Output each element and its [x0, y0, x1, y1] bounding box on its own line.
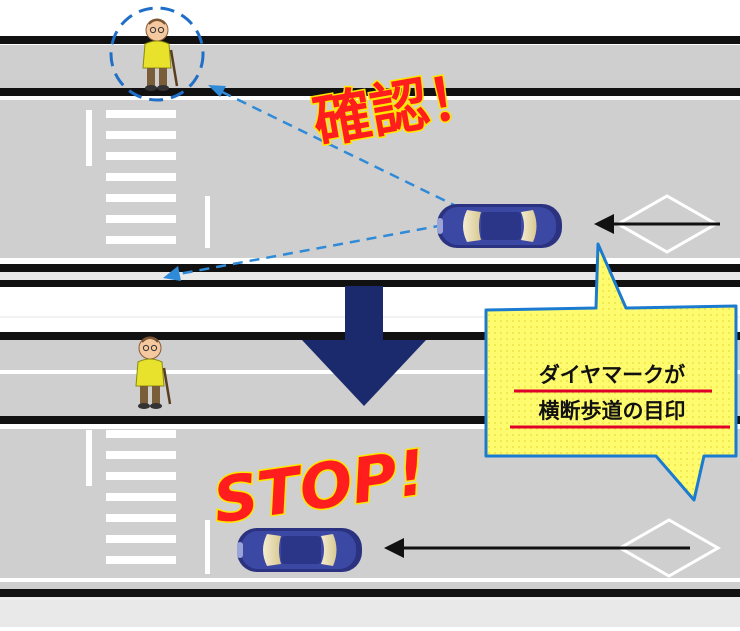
- direction-arrow-icon: [384, 538, 690, 558]
- direction-arrow-icon: [594, 214, 720, 234]
- top-crosswalk: [86, 110, 210, 248]
- bottom-edge-line-2: [0, 416, 740, 424]
- car-icon: [237, 528, 362, 572]
- bubble-line-2: 横断歩道の目印: [539, 399, 686, 423]
- bubble-line-1: ダイヤマークが: [539, 363, 685, 387]
- focus-circle: [109, 6, 205, 102]
- top-edge-line-3: [0, 264, 740, 272]
- bottom-crosswalk: [86, 430, 210, 574]
- top-edge-line-4: [0, 280, 740, 287]
- bottom-edge-line-3: [0, 589, 740, 597]
- speech-bubble: ダイヤマークが 横断歩道の目印: [484, 242, 738, 502]
- sight-lines: [167, 86, 461, 278]
- down-arrow-icon: [302, 286, 426, 406]
- car-icon: [437, 204, 562, 248]
- top-edge-line-1: [0, 36, 740, 44]
- top-edge-line-2: [0, 88, 740, 96]
- diamond-mark-icon: [616, 518, 722, 578]
- top-scene: 確認！: [0, 6, 740, 287]
